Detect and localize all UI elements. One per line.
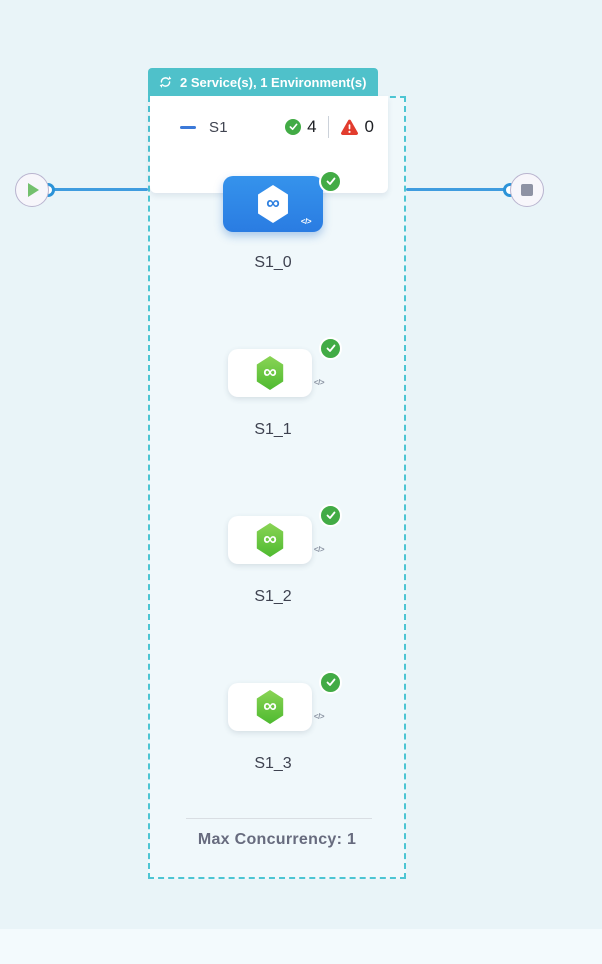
- collapse-stage-icon[interactable]: [180, 125, 196, 129]
- infinity-glyph: ∞: [266, 192, 280, 214]
- edge-start-to-stage: [52, 188, 148, 191]
- step-node-label: S1_2: [254, 588, 292, 605]
- status-success-icon: [319, 671, 342, 694]
- step-node-s1-3[interactable]: ∞ </>: [228, 683, 325, 731]
- success-count-icon: [285, 119, 302, 135]
- service-hexagon-icon: ∞: [258, 185, 288, 223]
- step-node-label: S1_3: [254, 755, 292, 772]
- code-icon: </>: [313, 545, 325, 554]
- status-success-icon: [319, 504, 342, 527]
- stage-header-row: S1 4 0: [150, 110, 388, 144]
- error-count-icon: [340, 119, 359, 136]
- edge-stage-to-end: [406, 188, 506, 191]
- infinity-glyph: ∞: [263, 528, 277, 550]
- canvas-footer-strip: [0, 929, 602, 964]
- code-icon: </>: [300, 217, 312, 226]
- loop-strategy-badge[interactable]: 2 Service(s), 1 Environment(s): [148, 68, 379, 96]
- infinity-glyph: ∞: [263, 361, 277, 383]
- infinity-glyph: ∞: [263, 695, 277, 717]
- step-node-label: S1_1: [254, 421, 292, 438]
- stage-name: S1: [209, 118, 228, 136]
- stop-icon: [521, 184, 533, 196]
- service-hexagon-icon: ∞: [256, 356, 284, 390]
- step-node-s1-0[interactable]: ∞ </>: [223, 176, 323, 232]
- status-success-icon: [319, 170, 342, 193]
- footer-divider: [186, 818, 372, 819]
- pipeline-start-node[interactable]: [15, 173, 49, 207]
- step-node-s1-1[interactable]: ∞ </>: [228, 349, 325, 397]
- success-count: 4: [307, 117, 317, 136]
- loop-icon: [158, 75, 173, 89]
- error-count: 0: [364, 117, 374, 136]
- service-hexagon-icon: ∞: [256, 690, 284, 724]
- step-node-group: ∞ </> S1_0: [210, 170, 342, 286]
- status-success-icon: [319, 337, 342, 360]
- code-icon: </>: [313, 712, 325, 721]
- step-node-s1-2[interactable]: ∞ </>: [228, 516, 325, 564]
- play-icon: [28, 183, 39, 197]
- loop-badge-label: 2 Service(s), 1 Environment(s): [180, 74, 367, 90]
- code-icon: </>: [313, 378, 325, 387]
- pipeline-end-node[interactable]: [510, 173, 544, 207]
- step-node-group: ∞ </> S1_1: [210, 337, 342, 453]
- count-divider: [327, 116, 329, 138]
- step-node-label: S1_0: [254, 254, 292, 271]
- service-hexagon-icon: ∞: [256, 523, 284, 557]
- max-concurrency-label: Max Concurrency: 1: [197, 831, 357, 848]
- step-node-group: ∞ </> S1_3: [210, 671, 342, 787]
- step-node-group: ∞ </> S1_2: [210, 504, 342, 620]
